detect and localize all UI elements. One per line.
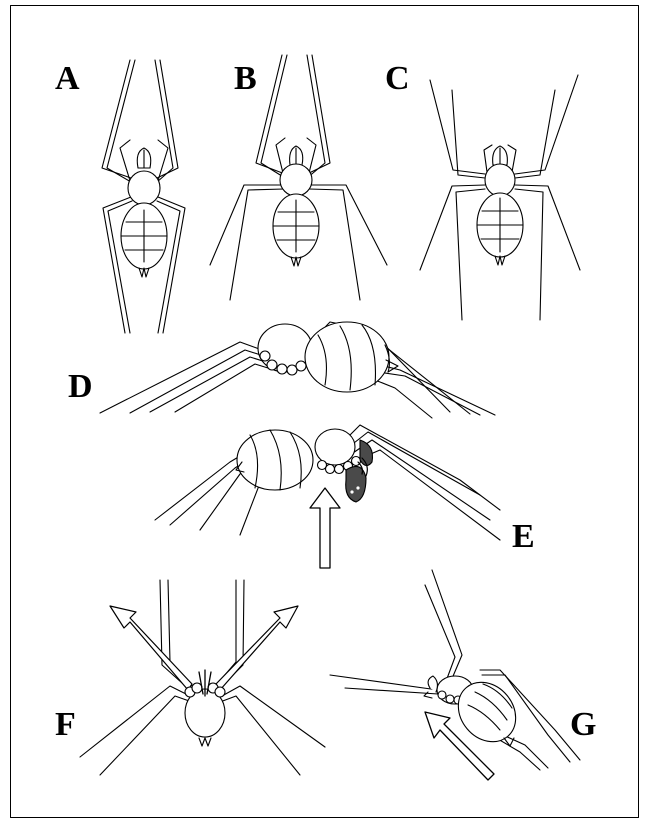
panel-label-e: E: [512, 520, 535, 554]
spider-a: [102, 60, 185, 333]
panel-label-b: B: [234, 62, 257, 96]
spider-c: [420, 75, 580, 320]
panel-label-d: D: [68, 370, 93, 404]
panel-label-g: G: [570, 708, 596, 742]
spider-e: [155, 425, 500, 568]
spider-f: [80, 580, 325, 775]
spider-g: [330, 570, 580, 780]
panel-label-f: F: [55, 708, 76, 742]
panel-label-a: A: [55, 62, 80, 96]
spider-d: [100, 322, 495, 418]
panel-label-c: C: [385, 62, 410, 96]
